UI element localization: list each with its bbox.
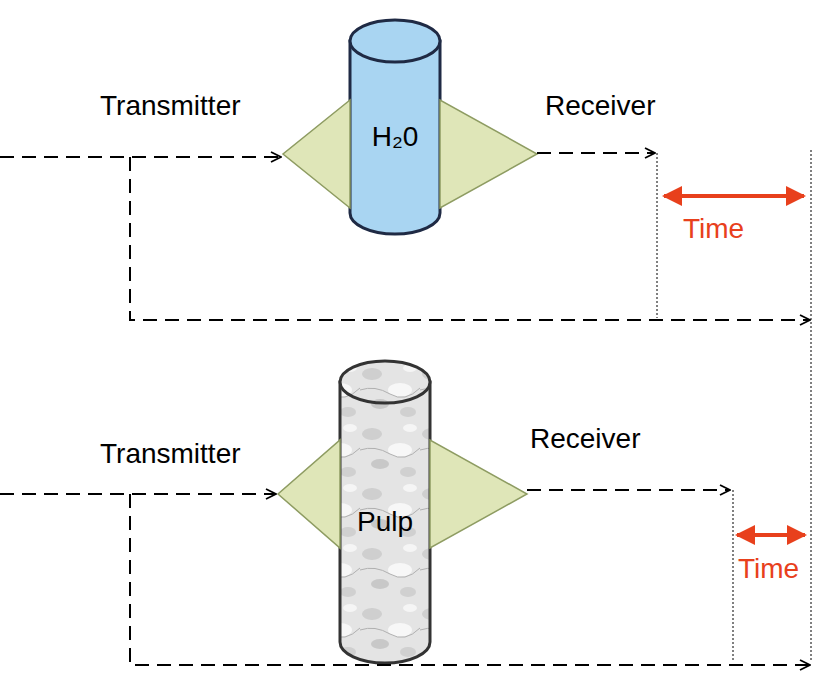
- tank-label: Pulp: [357, 506, 413, 538]
- tank-cylinder: H₂0: [352, 62, 438, 212]
- tank-label: H₂0: [372, 121, 419, 153]
- device-label: Receiver: [530, 423, 640, 455]
- device-label: Transmitter: [100, 438, 241, 470]
- time-label: Time: [683, 213, 744, 245]
- device-label: Transmitter: [100, 90, 241, 122]
- tank-cylinder: Pulp: [342, 403, 428, 641]
- device-label: Receiver: [545, 90, 655, 122]
- time-label: Time: [738, 553, 799, 585]
